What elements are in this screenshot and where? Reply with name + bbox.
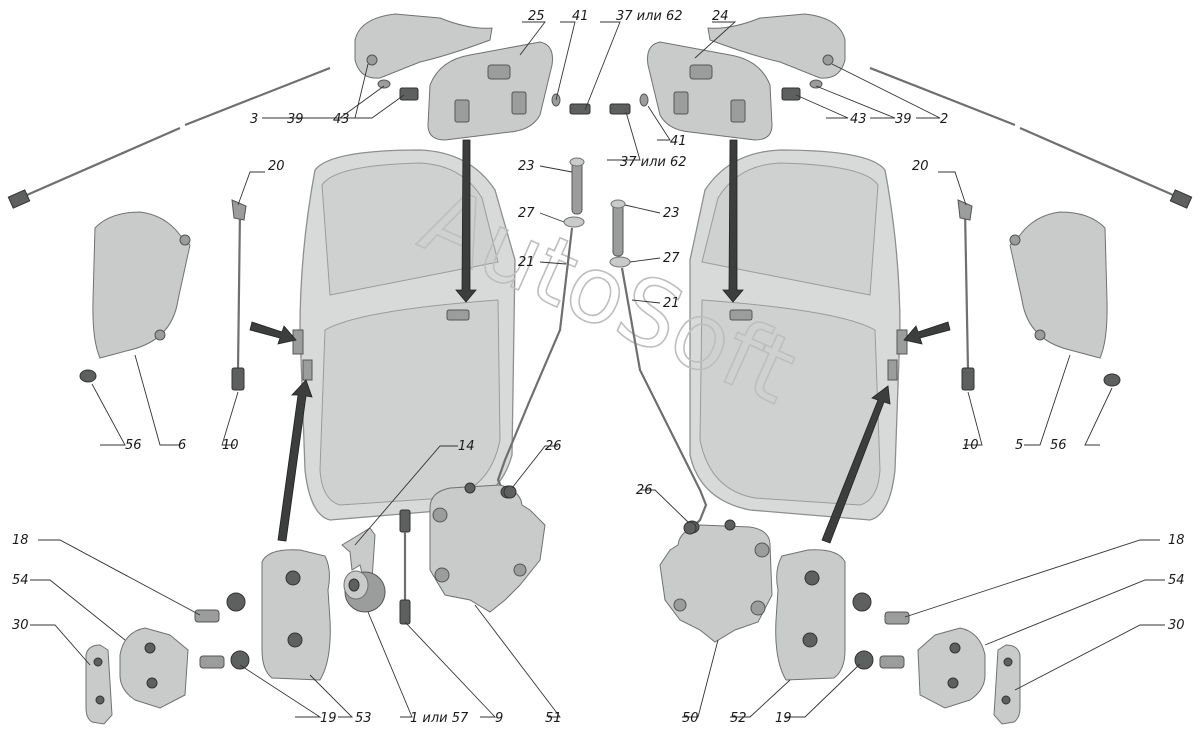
label-18-right: 18 (1168, 533, 1185, 548)
left-rod-10 (231, 199, 247, 391)
label-43-right: 43 (850, 112, 867, 127)
left-striker-53 (261, 549, 331, 681)
label-54-right: 54 (1168, 573, 1185, 588)
label-24: 24 (712, 9, 729, 24)
label-10-left: 10 (222, 438, 239, 453)
right-striker-plate-54 (917, 627, 986, 709)
right-striker-52 (775, 549, 846, 681)
label-54-left: 54 (12, 573, 29, 588)
label-9: 9 (495, 711, 503, 726)
label-19-right: 19 (775, 711, 792, 726)
right-door-hinge-lower (887, 359, 898, 381)
label-37-right: 37 или 62 (620, 155, 687, 170)
label-27-left: 27 (518, 206, 535, 221)
label-52: 52 (730, 711, 747, 726)
label-20-right: 20 (912, 159, 929, 174)
right-lock-button-rod-21 (609, 199, 708, 531)
label-53: 53 (355, 711, 372, 726)
label-18-left: 18 (12, 533, 29, 548)
label-30-right: 30 (1168, 618, 1185, 633)
right-gas-strut (869, 66, 1193, 209)
label-41-left: 41 (572, 9, 589, 24)
label-20-left: 20 (268, 159, 285, 174)
label-37-left: 37 или 62 (616, 9, 683, 24)
label-30-left: 30 (12, 618, 29, 633)
right-screw-washer (609, 79, 823, 115)
right-lock-cover-5 (1009, 211, 1121, 387)
label-19-left: 19 (320, 711, 337, 726)
callout-labels: 25 41 37 или 62 24 3 39 43 43 39 2 41 37… (12, 9, 1185, 726)
label-43-left: 43 (333, 112, 350, 127)
right-inner-handle-bezel-24 (647, 41, 773, 141)
label-21-left: 21 (518, 255, 535, 270)
left-door-handle-slot (446, 309, 470, 321)
label-56-right: 56 (1050, 438, 1067, 453)
left-nut-26 (503, 485, 517, 499)
label-23-right: 23 (663, 206, 680, 221)
leader-lines (30, 21, 1165, 718)
arrow-to-right-door (722, 139, 744, 303)
right-shim-30 (993, 644, 1021, 725)
left-lock-cover-6 (79, 211, 191, 383)
right-door-handle-slot (729, 309, 753, 321)
label-56-left: 56 (125, 438, 142, 453)
arrow-right-hinge (903, 321, 951, 345)
label-2: 2 (940, 112, 948, 127)
label-23-left: 23 (518, 159, 535, 174)
left-door-lock-51 (429, 482, 546, 613)
right-rod-10 (957, 199, 975, 391)
label-26-left: 26 (545, 439, 562, 454)
label-5: 5 (1015, 438, 1023, 453)
left-outer-handle-3 (354, 13, 493, 79)
left-door-hinge-lower (302, 359, 313, 381)
label-41-right: 41 (670, 134, 687, 149)
arrow-up-right-striker (821, 385, 891, 544)
label-21-right: 21 (663, 296, 680, 311)
right-striker-screws (852, 592, 910, 670)
label-14: 14 (458, 439, 475, 454)
left-striker-plate-54 (119, 627, 189, 709)
label-51: 51 (545, 711, 562, 726)
label-10-right: 10 (962, 438, 979, 453)
arrow-to-left-door (455, 139, 477, 303)
right-door-lock-50 (659, 519, 773, 643)
link-rod-9 (399, 509, 411, 625)
left-striker-screws (194, 592, 250, 670)
left-screw-washer (377, 79, 591, 115)
label-26-right: 26 (636, 483, 653, 498)
arrow-up-left-striker (277, 379, 313, 542)
label-39-right: 39 (895, 112, 912, 127)
right-door (689, 149, 908, 521)
label-50: 50 (682, 711, 699, 726)
right-door-hinge-upper (896, 329, 908, 355)
right-outer-handle-2 (707, 13, 846, 79)
left-inner-handle-bezel-25 (427, 41, 553, 141)
label-1-or-57: 1 или 57 (410, 711, 469, 726)
left-door-hinge-upper (292, 329, 304, 355)
label-27-right: 27 (663, 251, 680, 266)
label-3: 3 (250, 112, 258, 127)
left-door (292, 149, 516, 521)
lock-cylinder-1 (343, 570, 386, 613)
label-6: 6 (178, 438, 186, 453)
right-nut-26 (683, 521, 697, 535)
arrow-left-hinge (249, 321, 297, 345)
left-shim-30 (85, 644, 113, 725)
label-39-left: 39 (287, 112, 304, 127)
label-25: 25 (528, 9, 545, 24)
left-gas-strut (7, 66, 331, 209)
